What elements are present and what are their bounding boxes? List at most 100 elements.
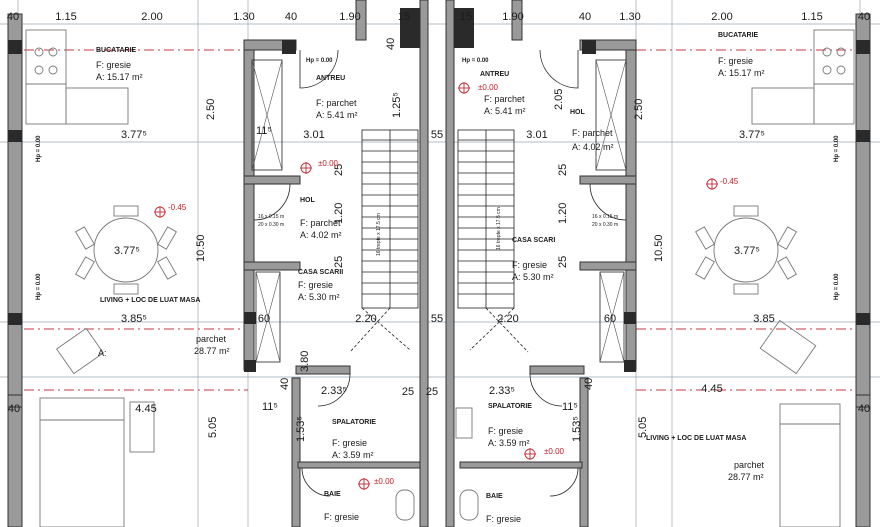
hp-label-1: Hp = 0.00 (36, 135, 42, 162)
dining-table-right (695, 205, 797, 295)
area-living-right: 28.77 m² (728, 472, 764, 482)
dim-low-5: 2.20 (497, 313, 518, 325)
area-spalatorie-left: A: 3.59 m² (332, 450, 374, 460)
dim-misc-2: 40 (858, 403, 870, 415)
dim-v-5: 10.50 (195, 234, 207, 262)
dim-top-10: 40 (579, 11, 591, 23)
area-antreu-right: A: 5.41 m² (484, 106, 526, 116)
area-living-left: 28.77 m² (194, 346, 230, 356)
area-bucatarie-right: A: 15.17 m² (718, 68, 765, 78)
dim-low-2: 60 (258, 313, 270, 325)
hp-labels: Hp = 0.00 Hp = 0.00 Hp = 0.00 Hp = 0.00 … (36, 58, 840, 300)
stair-note-steps-right: 16 x 0.15 m (592, 214, 618, 220)
stairs-left (349, 129, 419, 353)
area-hol-right: A: 4.02 m² (572, 142, 614, 152)
dimensions-vertical: 2.50 1.25⁵ 2.05 2.50 10.50 10.50 1.20 1.… (195, 89, 665, 372)
room-antreu-left: ANTREU (316, 75, 345, 82)
finish-casa-scari-right: F: gresie (512, 260, 547, 270)
finish-baie-right: F: gresie (486, 514, 521, 524)
dim-v-12: 25 (333, 256, 345, 268)
kitchen-right (751, 29, 855, 125)
room-labels-right: BUCATARIE F: gresie A: 15.17 m² ANTREU F… (480, 32, 765, 524)
dimensions-mid: 3.77⁵ 3.01 55 3.01 3.77⁵ (121, 129, 765, 141)
room-spalatorie-right: SPALATORIE (488, 403, 532, 410)
dim-low-12: 2.33⁵ (489, 385, 515, 397)
dim-v-2: 1.25⁵ (391, 92, 403, 118)
room-living-right: LIVING + LOC DE LUAT MASA (646, 435, 746, 442)
room-baie-left: BAIE (324, 491, 341, 498)
finish-casa-scarii-left: F: gresie (298, 280, 333, 290)
hp-label-3: Hp = 0.00 (834, 135, 840, 162)
closet-hatches (251, 59, 627, 363)
dim-low-8: 4.45 (135, 403, 156, 415)
finish-bucatarie-right: F: gresie (718, 56, 753, 66)
dim-low-11: 25 (426, 386, 438, 398)
dim-v-6: 10.50 (653, 234, 665, 262)
living-furniture-right (759, 319, 841, 527)
finish-bucatarie-left: F: gresie (96, 60, 131, 70)
table-dim-left: 3.77⁵ (114, 245, 140, 257)
dimensions-misc: 40 40 11⁵ 40 40 40 (8, 38, 870, 415)
room-casa-scarii-left: CASA SCARII (298, 269, 343, 276)
stair-run-right: 16 trepte x 17.5 cm (496, 207, 502, 250)
room-bucatarie-right: BUCATARIE (718, 32, 759, 39)
dim-top-5: 40 (285, 11, 297, 23)
dim-top-12: 2.00 (711, 11, 732, 23)
dim-v-1: 2.50 (205, 99, 217, 120)
dim-low-3: 2.20 (355, 313, 376, 325)
dim-top-7: 15 (398, 11, 410, 23)
dim-top-4: 1.30 (233, 11, 254, 23)
dim-low-15: 11⁵ (562, 401, 578, 413)
room-living-left: LIVING + LOC DE LUAT MASA (100, 297, 200, 304)
finish-living-left: parchet (196, 334, 227, 344)
dim-mid-2: 3.01 (303, 129, 324, 141)
dim-top-14: 40 (858, 11, 870, 23)
bathroom-fixtures (395, 407, 479, 521)
dim-low-19: 5.05 (637, 417, 649, 438)
stair-note-tread-left: 20 x 0.30 m (258, 222, 284, 228)
dim-low-16: 1.53⁵ (295, 416, 307, 442)
dim-top-8: 15 (460, 11, 472, 23)
finish-spalatorie-right: F: gresie (488, 426, 523, 436)
stair-notes: 16 x 0.15 m 20 x 0.30 m 16 x 0.15 m 20 x… (258, 207, 618, 256)
level-living-left: -0.45 (168, 203, 187, 212)
dim-low-10: 25 (402, 386, 414, 398)
dim-v-9: 25 (333, 164, 345, 176)
dim-v-3: 2.05 (553, 89, 565, 110)
walls (7, 0, 871, 527)
dim-low-1: 3.85⁵ (121, 313, 147, 325)
level-markers (154, 82, 718, 490)
dim-misc-5: 40 (279, 378, 291, 390)
dim-top-13: 1.15 (801, 11, 822, 23)
living-furniture-left (39, 327, 155, 527)
finish-living-right: parchet (734, 460, 765, 470)
dimensions-top: 40 1.15 2.00 1.30 40 1.90 15 15 1.90 40 … (7, 11, 870, 23)
stairs-right (457, 129, 529, 353)
level-antreu-right: ±0.00 (478, 83, 499, 92)
dim-mid-5: 3.77⁵ (739, 129, 765, 141)
area-casa-scari-right: A: 5.30 m² (512, 272, 554, 282)
dim-misc-1: 40 (8, 403, 20, 415)
dim-misc-3: 11⁵ (256, 125, 272, 137)
area-antreu-left: A: 5.41 m² (316, 110, 358, 120)
finish-spalatorie-left: F: gresie (332, 438, 367, 448)
table-dim-right: 3.77⁵ (734, 245, 760, 257)
level-baie-left: ±0.00 (374, 477, 395, 486)
room-hol-right: HOL (570, 109, 586, 116)
dim-low-4: 55 (431, 313, 443, 325)
area-spalatorie-right: A: 3.59 m² (488, 438, 530, 448)
area-hol-left: A: 4.02 m² (300, 230, 342, 240)
stair-run-left: 16 trepte x 17.5 cm (376, 213, 382, 256)
dim-low-17: 1.53⁵ (571, 416, 583, 442)
hp-label-6: Hp = 0.00 (462, 58, 489, 64)
room-bucatarie-left: BUCATARIE (96, 47, 137, 54)
area-casa-scarii-left: A: 5.30 m² (298, 292, 340, 302)
stair-note-steps-left: 16 x 0.15 m (258, 214, 284, 220)
dim-top-3: 2.00 (141, 11, 162, 23)
dim-low-9: 2.33⁵ (321, 385, 347, 397)
room-casa-scari-right: CASA SCARI (512, 237, 555, 244)
hp-label-4: Hp = 0.00 (834, 273, 840, 300)
level-values: ±0.00 ±0.00 -0.45 -0.45 ±0.00 ±0.00 (168, 83, 739, 486)
room-labels-left: BUCATARIE F: gresie A: 15.17 m² ANTREU F… (96, 47, 376, 522)
